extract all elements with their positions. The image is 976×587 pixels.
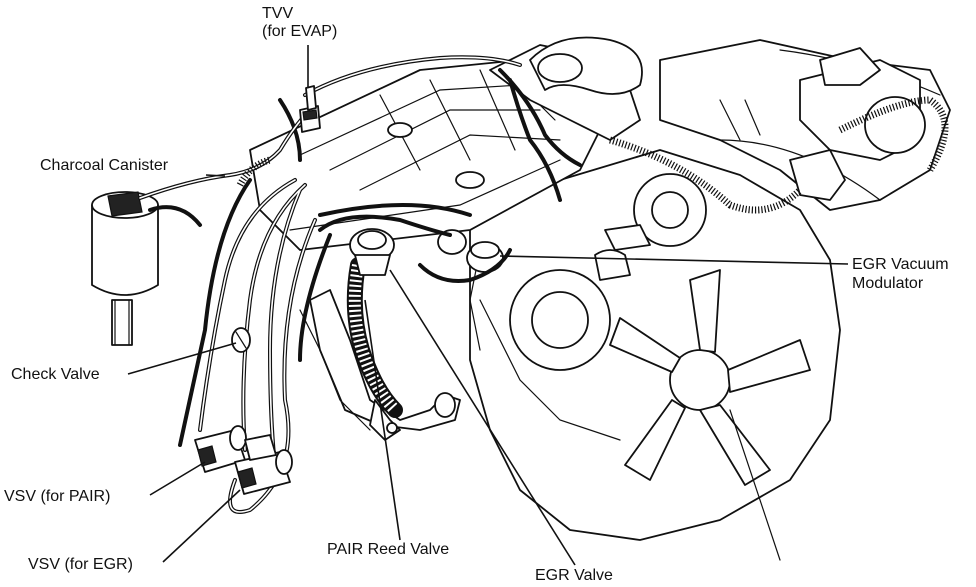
charcoal-canister-label: Charcoal Canister	[40, 157, 169, 174]
egr-valve	[349, 228, 395, 276]
charcoal-canister	[91, 191, 159, 346]
pair-hose	[346, 257, 403, 418]
engine-block	[249, 36, 951, 561]
cooling-fan	[609, 269, 811, 561]
vacuum-hoses	[138, 55, 582, 514]
tvv-label: TVV	[262, 5, 294, 22]
egr-vacuum-modulator-label: EGR Vacuum	[852, 256, 949, 273]
vsv-egr-label: VSV (for EGR)	[28, 556, 133, 573]
vsv-pair-label: VSV (for PAIR)	[4, 488, 111, 505]
tvv-sublabel: (for EVAP)	[262, 23, 338, 40]
vsv-egr	[234, 434, 293, 495]
egr-valve-label: EGR Valve	[535, 567, 613, 584]
tvv-valve	[299, 85, 321, 133]
pair-reed-valve-label: PAIR Reed Valve	[327, 541, 450, 558]
check-valve	[231, 327, 251, 353]
egr-pipe	[299, 289, 461, 441]
vsv-pair	[194, 425, 247, 473]
check-valve-label: Check Valve	[11, 366, 100, 383]
leader-lines	[127, 45, 849, 566]
egr-vacuum-modulator-sublabel: Modulator	[852, 275, 924, 292]
